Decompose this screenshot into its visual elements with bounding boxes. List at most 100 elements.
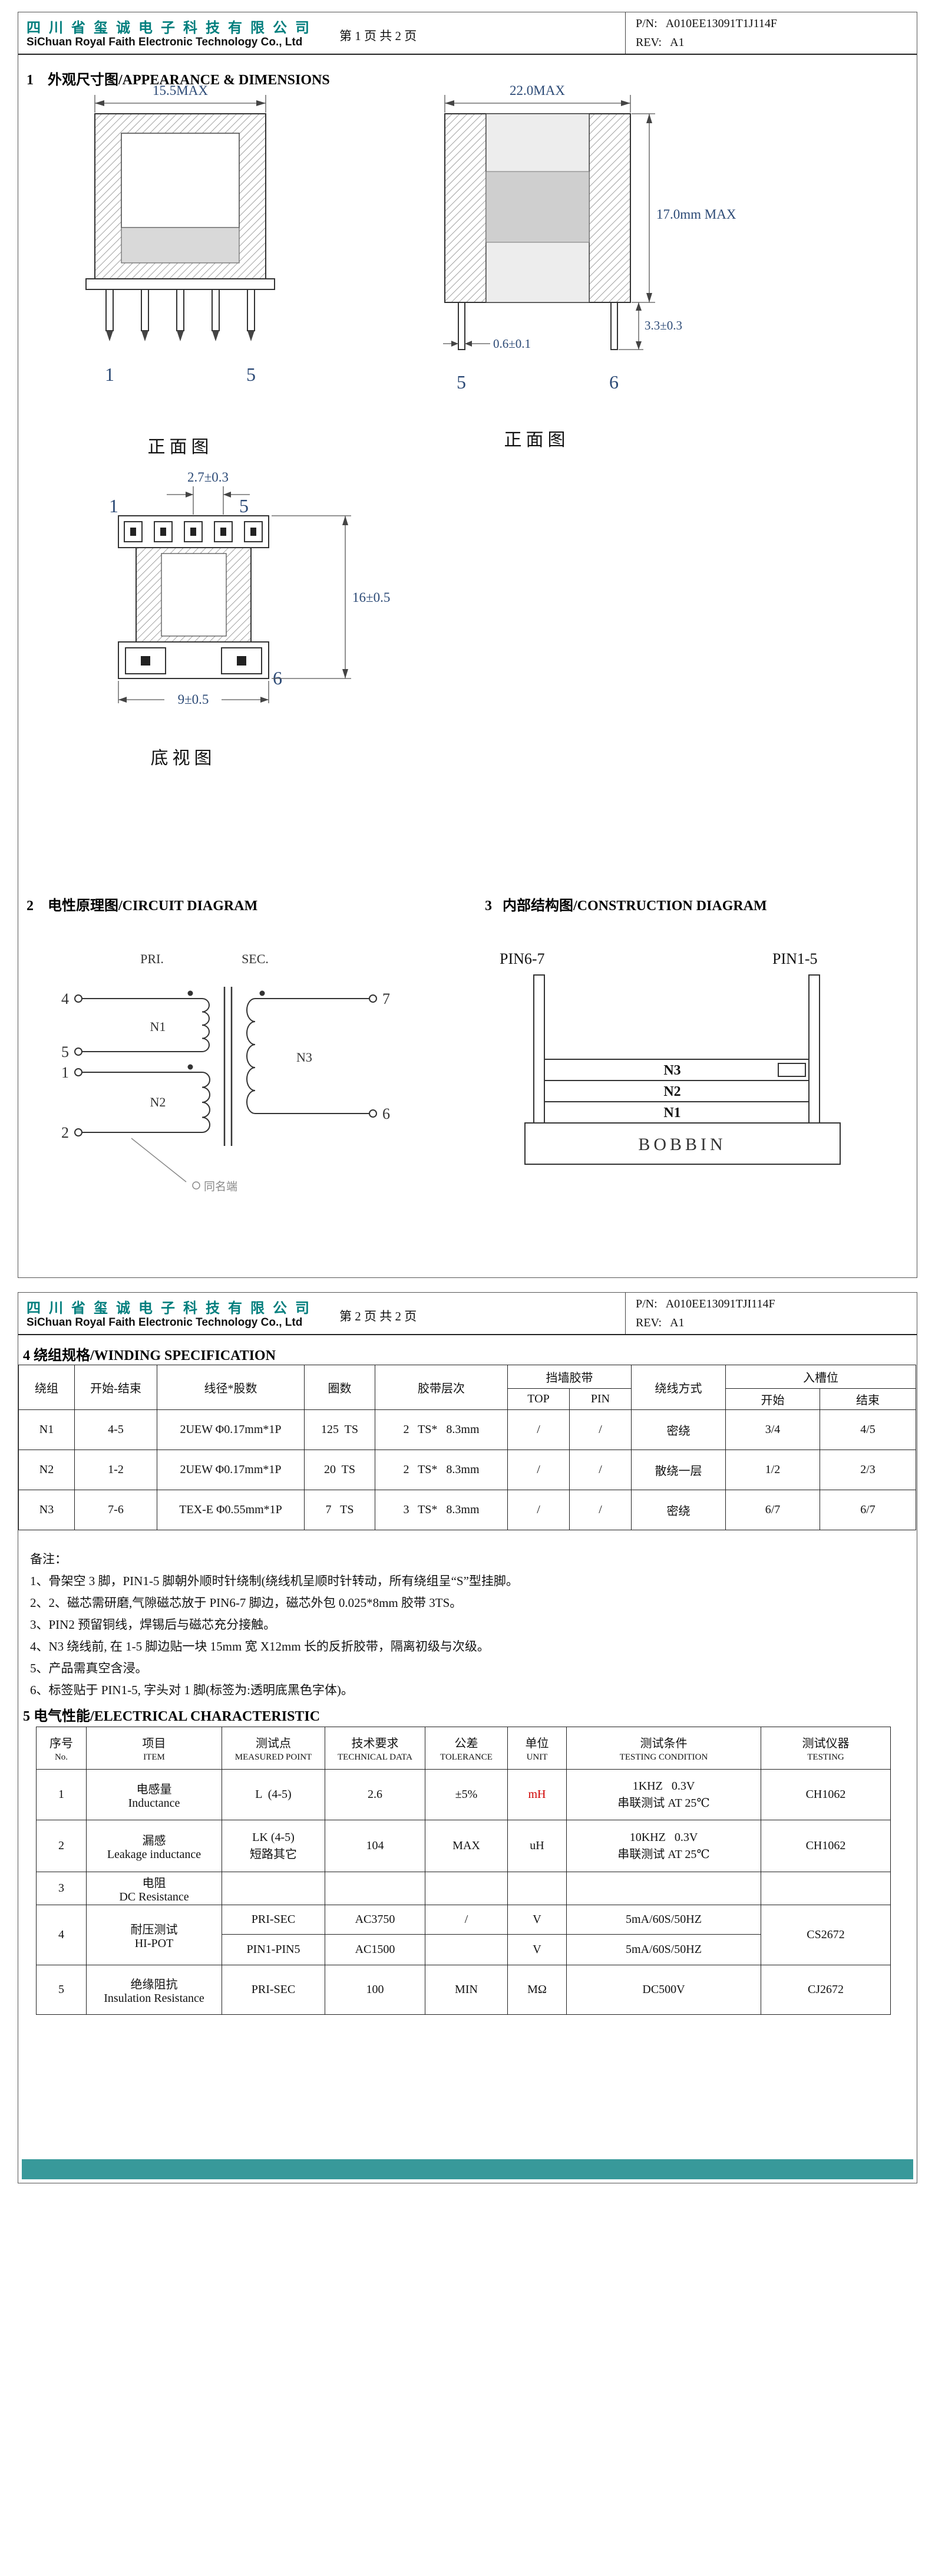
note-item: 5、产品需真空含浸。	[30, 1661, 148, 1675]
rev-value: A1	[670, 36, 685, 49]
cell: ±5%	[425, 1769, 508, 1820]
cell: 4-5	[74, 1409, 157, 1450]
dim-height-label: 16±0.5	[352, 590, 390, 605]
note-item: 3、PIN2 预留铜线，焊锡后与磁芯充分接触。	[30, 1618, 276, 1632]
col-method: 绕线方式	[631, 1365, 726, 1410]
section1-title: 1 外观尺寸图/APPEARANCE & DIMENSIONS	[27, 73, 330, 88]
part-number: P/N:A010EE13091T1J114F	[636, 17, 777, 31]
winding-row-n3: N3 7-6 TEX-E Φ0.55mm*1P 7 TS 3 TS* 8.3mm…	[18, 1490, 916, 1530]
winding-n1-label: N1	[150, 1019, 166, 1034]
cell	[222, 1872, 325, 1905]
note-item: 6、标签贴于 PIN1-5, 字头对 1 脚(标签为:透明底黑色字体)。	[30, 1683, 353, 1697]
cell: AC1500	[325, 1934, 425, 1965]
cell: 125 TS	[304, 1409, 375, 1450]
cell: /	[569, 1409, 632, 1450]
legend-leader-line	[131, 1138, 187, 1182]
circuit-diagram: PRI. SEC. 4 5 1 2 N1 N2 N3 7 6 同名端	[61, 951, 390, 1193]
cell: LK (4-5)短路其它	[222, 1820, 325, 1872]
polarity-dot	[187, 990, 193, 996]
cell: 2	[36, 1820, 87, 1872]
cell: 密绕	[631, 1409, 726, 1450]
pin-left	[458, 302, 465, 350]
cell: 3	[36, 1872, 87, 1905]
dim-width-label: 22.0MAX	[510, 83, 565, 98]
cell: /	[569, 1450, 632, 1490]
cell: 2UEW Φ0.17mm*1P	[157, 1409, 305, 1450]
cell: 2UEW Φ0.17mm*1P	[157, 1450, 305, 1490]
col-slot-end: 结束	[820, 1388, 916, 1410]
cell: 1-2	[74, 1450, 157, 1490]
polarity-dot	[187, 1064, 193, 1070]
page-1: 四 川 省 玺 诚 电 子 科 技 有 限 公 司 SiChuan Royal …	[18, 12, 917, 1278]
cell: /	[507, 1409, 570, 1450]
primary-label: PRI.	[140, 951, 164, 966]
company-name-en: SiChuan Royal Faith Electronic Technolog…	[27, 36, 303, 48]
dim-pitch-label: 2.7±0.3	[187, 470, 229, 485]
cell: 104	[325, 1820, 425, 1872]
cell: N3	[18, 1490, 75, 1530]
rev-label: REV:	[636, 36, 662, 49]
cell: mH	[507, 1769, 567, 1820]
page-indicator: 第 2 页 共 2 页	[339, 1309, 417, 1323]
cell: MΩ	[507, 1965, 567, 2015]
rev-value: A1	[670, 1316, 685, 1329]
core-leg-left	[444, 113, 487, 303]
winding-spec-table: 绕组 开始-结束 线径*股数 圈数 胶带层次 挡墙胶带 绕线方式 入槽位 TOP…	[18, 1365, 916, 1530]
pn-label: P/N:	[636, 17, 658, 30]
company-name-en: SiChuan Royal Faith Electronic Technolog…	[27, 1316, 303, 1329]
polarity-dot	[259, 990, 265, 996]
layer-n3	[544, 1059, 810, 1081]
front-view-drawing-1: 15.5MAX 1 5	[85, 83, 275, 385]
terminal-2: 2	[61, 1124, 69, 1141]
pin15-label: PIN1-5	[772, 950, 818, 967]
header-divider	[625, 12, 626, 54]
note-item: 1、骨架空 3 脚，PIN1-5 脚朝外顺时针绕制(绕线机呈顺时针转动，所有绕组…	[30, 1574, 518, 1588]
pin-number-5: 5	[457, 371, 466, 393]
bottom-pads	[125, 647, 262, 674]
cell: 3 TS* 8.3mm	[375, 1490, 508, 1530]
coil-n2	[201, 1072, 210, 1133]
page-2: 四 川 省 玺 诚 电 子 科 技 有 限 公 司 SiChuan Royal …	[18, 1292, 917, 2183]
dim-width-label: 9±0.5	[178, 692, 209, 707]
bobbin-base	[524, 1122, 841, 1165]
cell: N2	[18, 1450, 75, 1490]
dim-pin-length-label: 3.3±0.3	[645, 318, 682, 332]
layer-n2	[544, 1080, 810, 1102]
cell: MIN	[425, 1965, 508, 2015]
cell: TEX-E Φ0.55mm*1P	[157, 1490, 305, 1530]
section4-title: 4 绕组规格/WINDING SPECIFICATION	[23, 1348, 276, 1363]
cell: CS2672	[761, 1905, 891, 1965]
cell: 100	[325, 1965, 425, 2015]
construction-diagram: PIN6-7 PIN1-5 N3 N2 N1 BOBBIN	[500, 950, 841, 1165]
notes-title: 备注：	[30, 1552, 67, 1566]
flange-right	[808, 974, 820, 1124]
revision: REV: A1	[636, 36, 685, 50]
winding-band	[485, 171, 590, 243]
cell: 7-6	[74, 1490, 157, 1530]
coil-n1	[201, 998, 210, 1052]
core-window	[161, 553, 227, 637]
winding-header-row-1: 绕组 开始-结束 线径*股数 圈数 胶带层次 挡墙胶带 绕线方式 入槽位	[18, 1365, 916, 1410]
section2-title: 2 电性原理图/CIRCUIT DIAGRAM	[27, 898, 258, 914]
layer-n1	[544, 1101, 810, 1124]
cell: /	[425, 1905, 508, 1935]
col-turns: 圈数	[304, 1365, 375, 1410]
cell: PRI-SEC	[222, 1905, 325, 1935]
bottom-view-drawing: 2.7±0.3 1 5 6 16±0.5 9±0.5	[109, 470, 390, 707]
front-view-2-caption: 正面图	[504, 430, 570, 450]
page2-header: 四 川 省 玺 诚 电 子 科 技 有 限 公 司 SiChuan Royal …	[18, 1293, 917, 1335]
cell: CH1062	[761, 1820, 891, 1872]
notes-block: 备注： 1、骨架空 3 脚，PIN1-5 脚朝外顺时针绕制(绕线机呈顺时针转动，…	[30, 1549, 902, 1701]
pin-number-1: 1	[109, 495, 118, 516]
section5-title: 5 电气性能/ELECTRICAL CHARACTERISTIC	[23, 1709, 321, 1724]
cell: PRI-SEC	[222, 1965, 325, 2015]
layer-n3-tab	[778, 1063, 806, 1077]
col-wire: 线径*股数	[157, 1365, 305, 1410]
